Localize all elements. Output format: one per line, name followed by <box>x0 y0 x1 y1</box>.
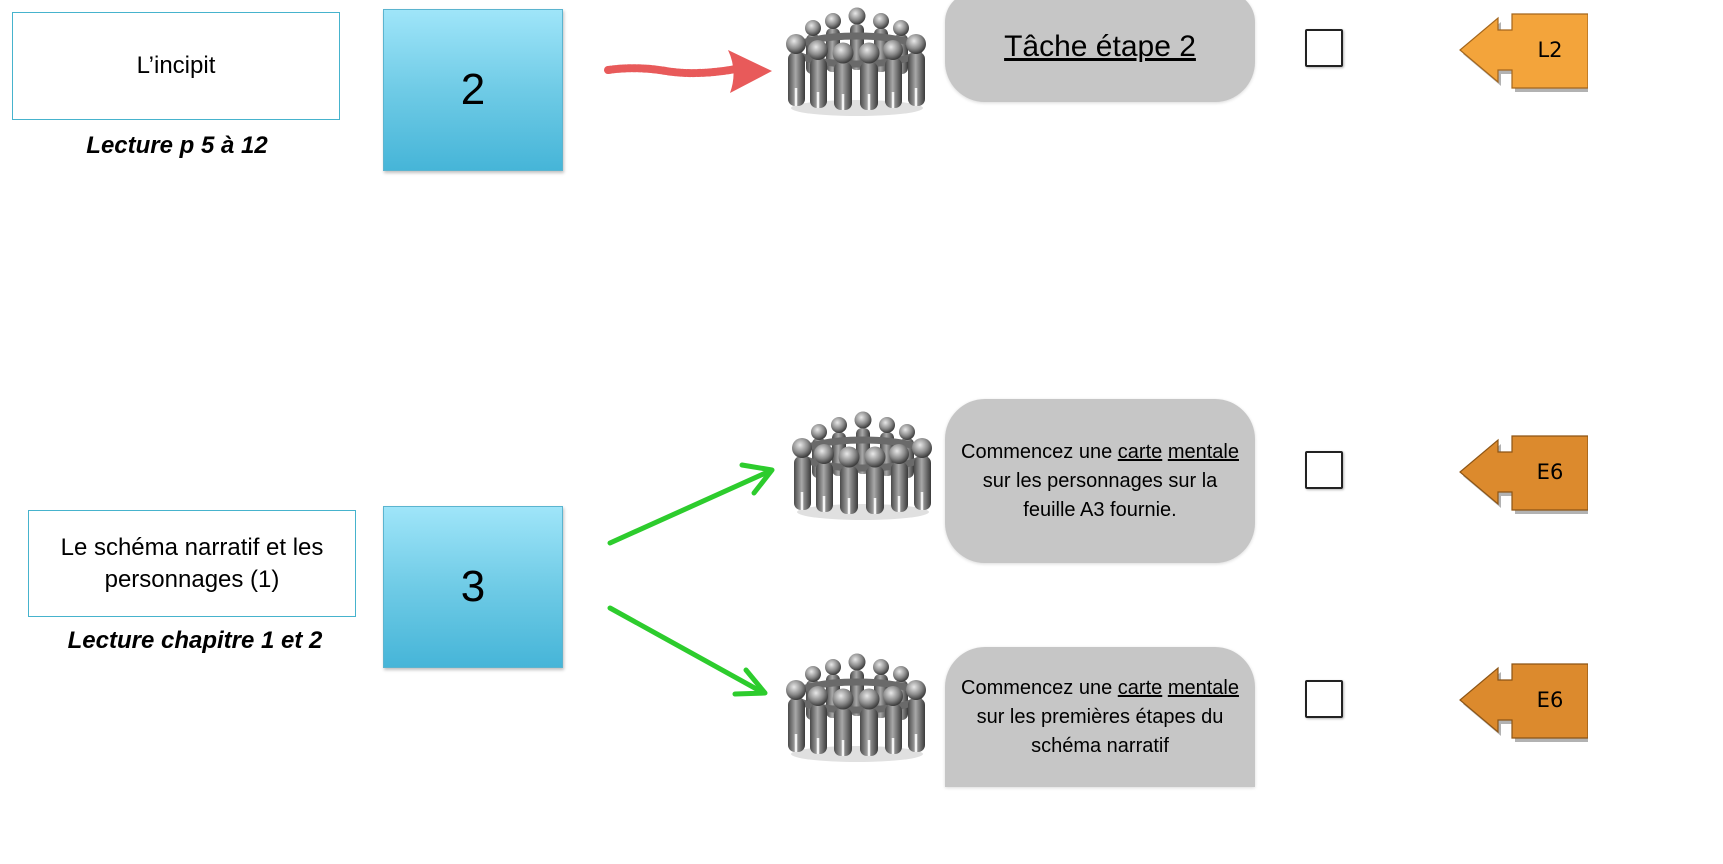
step-number: 3 <box>460 562 486 611</box>
lesson-title: Le schéma narratif et les personnages (1… <box>60 533 324 593</box>
code-tag-label-wrap: E6 <box>1458 434 1588 524</box>
task-bubble[interactable]: Commencez une carte mentale sur les pers… <box>945 399 1255 563</box>
reading-instruction: Lecture chapitre 1 et 2 <box>67 627 323 654</box>
carte-link[interactable]: carte <box>1117 676 1163 699</box>
code-tag-label-wrap: E6 <box>1458 662 1588 752</box>
mentale-link[interactable]: mentale <box>1167 676 1239 699</box>
code-label: E6 <box>1536 460 1564 484</box>
task-text-after: sur les premières étapes du schéma narra… <box>976 705 1224 757</box>
task-text-before: Commencez une <box>961 676 1118 699</box>
mentale-link[interactable]: mentale <box>1167 440 1239 463</box>
task-checkbox[interactable] <box>1305 680 1343 718</box>
task-checkbox[interactable] <box>1305 451 1343 489</box>
code-tag-l2 <box>1459 13 1588 92</box>
code-label: E6 <box>1536 688 1564 712</box>
code-label: L2 <box>1537 38 1563 62</box>
green-arrow-up-icon <box>607 462 775 546</box>
task-description: Commencez une carte mentale sur les prem… <box>961 674 1239 761</box>
task-bubble[interactable]: Tâche étape 2 <box>945 0 1255 102</box>
lesson-title-box: Le schéma narratif et les personnages (1… <box>28 510 356 617</box>
step-number: 2 <box>460 65 486 114</box>
red-arrow-icon <box>604 50 772 93</box>
people-circle-icon <box>788 408 938 520</box>
task-bubble[interactable]: Commencez une carte mentale sur les prem… <box>945 647 1255 787</box>
code-tag-e6 <box>1459 663 1588 742</box>
task-description: Commencez une carte mentale sur les pers… <box>961 438 1239 525</box>
people-circle-icon <box>782 650 932 762</box>
people-circle-icon <box>782 4 932 116</box>
step-number-box[interactable]: 2 <box>383 9 563 171</box>
carte-link[interactable]: carte <box>1117 440 1163 463</box>
code-tag-label-wrap: L2 <box>1458 12 1588 102</box>
task-title-link[interactable]: Tâche étape 2 <box>1004 30 1196 63</box>
step-number-box[interactable]: 3 <box>383 506 563 668</box>
lesson-title: L’incipit <box>136 52 216 79</box>
task-checkbox[interactable] <box>1305 29 1343 67</box>
task-text-after: sur les personnages sur la feuille A3 fo… <box>982 469 1218 521</box>
code-tag-e6 <box>1459 435 1588 514</box>
lesson-title-box: L’incipit <box>12 12 340 120</box>
reading-instruction: Lecture p 5 à 12 <box>86 132 268 159</box>
green-arrow-down-icon <box>607 605 768 697</box>
task-text-before: Commencez une <box>961 440 1118 463</box>
